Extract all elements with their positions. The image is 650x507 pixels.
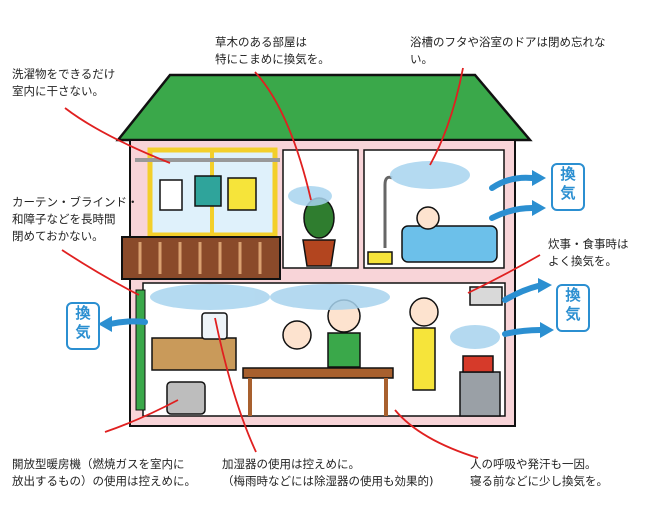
pot (462, 355, 494, 373)
vent-badge-kitchen: 換気 (556, 284, 590, 332)
vent-arrow-bath-upper (489, 174, 535, 191)
leader-humidifier (214, 317, 257, 453)
note-bath: 浴槽のフタや浴室のドアは閉め忘れな い。 (410, 35, 606, 66)
note-breath: 人の呼吸や発汗も一因。 寝る前などに少し換気を。 (470, 457, 608, 488)
steam-cloud (270, 284, 390, 310)
vent-arrow-bath-lower (489, 205, 535, 221)
cabinet (151, 337, 237, 371)
stove (459, 371, 501, 417)
bath-stool (367, 251, 393, 265)
curtain (135, 289, 146, 411)
plant-pot (302, 239, 336, 267)
father-body (327, 332, 361, 368)
humidifier (201, 312, 228, 340)
roof (115, 73, 533, 142)
steam-cloud (450, 325, 500, 349)
note-curtain: カーテン・ブラインド・ 和障子などを長時間 閉めておかない。 (12, 195, 139, 243)
leader-laundry (64, 107, 171, 164)
vent-arrow-kitchen-upper (502, 283, 541, 303)
mother (409, 297, 439, 327)
shower (383, 175, 393, 248)
leader-plants (254, 71, 312, 201)
range-hood (469, 286, 503, 306)
vent-arrow-kitchen-lower (502, 327, 543, 337)
child (282, 320, 312, 350)
bathing-person (416, 206, 440, 230)
vent-badge-living: 換気 (66, 302, 100, 350)
leader-curtain (61, 249, 140, 296)
laundry-shirt-white (159, 179, 183, 211)
note-laundry: 洗濯物をできるだけ 室内に干さない。 (12, 67, 116, 98)
steam-cloud (150, 284, 270, 310)
steam-cloud (390, 161, 470, 189)
laundry-shirt-yellow (227, 177, 257, 211)
leader-heater (104, 399, 179, 433)
note-plants: 草木のある部屋は 特にこまめに換気を。 (215, 35, 330, 66)
vent-badge-bath: 換気 (551, 163, 585, 211)
dining-table (242, 367, 394, 379)
mother-body (412, 327, 436, 391)
note-heater: 開放型暖房機（燃焼ガスを室内に 放出するもの）の使用は控えめに。 (12, 457, 196, 488)
laundry-shirt-green (194, 175, 222, 207)
heater (166, 381, 206, 415)
leader-bath (429, 67, 464, 166)
vent-arrow-living-left (107, 318, 148, 327)
bathtub (401, 225, 498, 263)
leader-cooking (467, 254, 541, 294)
note-cooking: 炊事・食事時は よく換気を。 (548, 237, 629, 268)
leader-breath (394, 409, 479, 459)
note-humidifier: 加湿器の使用は控えめに。 （梅雨時などには除湿器の使用も効果的) (222, 457, 434, 488)
